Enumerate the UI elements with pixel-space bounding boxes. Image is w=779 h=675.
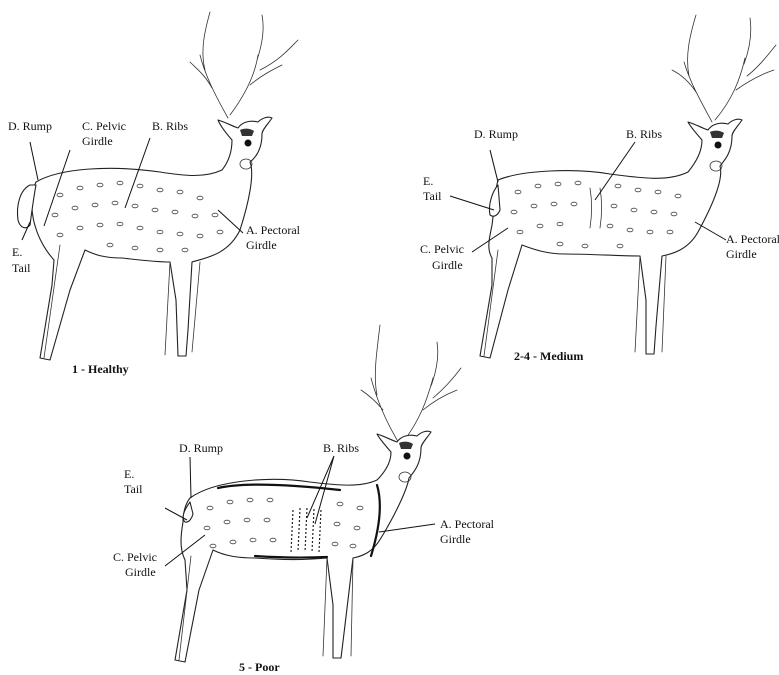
label-pectoral-girdle-line2: Girdle xyxy=(726,247,757,262)
label-pectoral-girdle-line2: Girdle xyxy=(440,532,471,547)
label-tail-line1: E. xyxy=(124,467,134,482)
label-rump: D. Rump xyxy=(474,127,518,142)
label-ribs: B. Ribs xyxy=(323,441,359,456)
deer-poor-drawing xyxy=(95,320,545,675)
label-ribs: B. Ribs xyxy=(626,127,662,142)
panel-poor: D. Rump B. Ribs E. Tail C. Pelvic Girdle… xyxy=(95,320,545,675)
label-pelvic-girdle-line1: C. Pelvic xyxy=(420,242,464,257)
label-pelvic-girdle-line1: C. Pelvic xyxy=(82,119,126,134)
label-pelvic-girdle-line2: Girdle xyxy=(82,134,113,149)
label-pectoral-girdle-line1: A. Pectoral xyxy=(726,232,779,247)
label-tail-line1: E. xyxy=(423,174,433,189)
label-pectoral-girdle-line1: A. Pectoral xyxy=(440,517,494,532)
label-pelvic-girdle-line2: Girdle xyxy=(432,258,463,273)
label-tail-line2: Tail xyxy=(423,189,442,204)
label-rump: D. Rump xyxy=(8,119,52,134)
label-tail-line2: Tail xyxy=(12,261,31,276)
label-tail-line1: E. xyxy=(12,245,22,260)
label-ribs: B. Ribs xyxy=(152,119,188,134)
label-pectoral-girdle-line1: A. Pectoral xyxy=(246,223,300,238)
label-pelvic-girdle-line1: C. Pelvic xyxy=(113,550,157,565)
caption-poor: 5 - Poor xyxy=(239,660,280,675)
label-pectoral-girdle-line2: Girdle xyxy=(246,238,277,253)
label-rump: D. Rump xyxy=(179,441,223,456)
label-tail-line2: Tail xyxy=(124,482,143,497)
label-pelvic-girdle-line2: Girdle xyxy=(125,565,156,580)
